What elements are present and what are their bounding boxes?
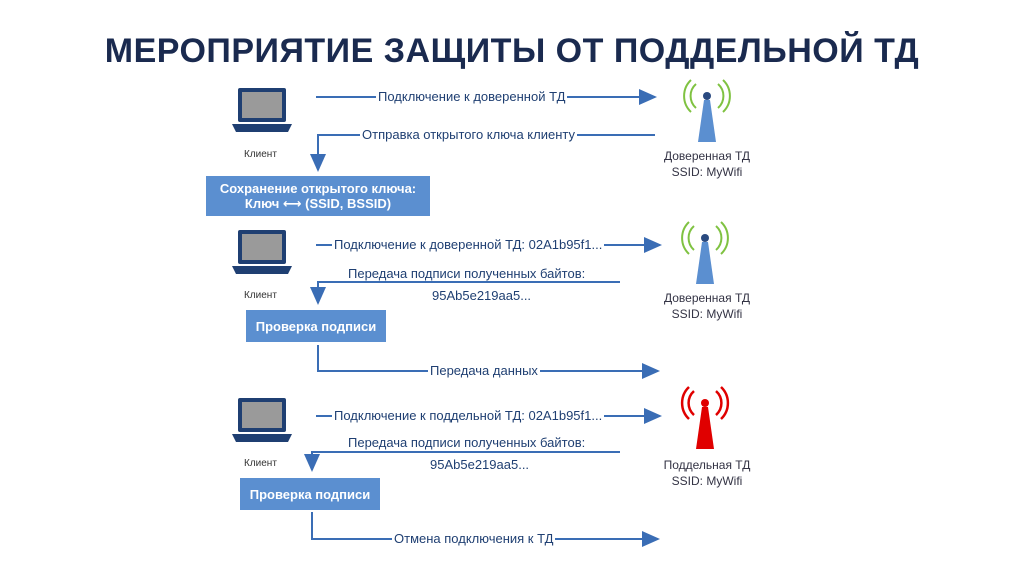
slide-title: МЕРОПРИЯТИЕ ЗАЩИТЫ ОТ ПОДДЕЛЬНОЙ ТД: [104, 32, 920, 70]
verify-signature-box: Проверка подписи: [240, 478, 380, 510]
client-label: Клиент: [244, 458, 277, 469]
laptop-icon: [232, 88, 292, 132]
ap-label: Доверенная ТД SSID: MyWifi: [640, 290, 774, 322]
message-send-key: Отправка открытого ключа клиенту: [360, 127, 577, 142]
message-signature: Передача подписи полученных байтов:: [348, 435, 586, 450]
verify-signature-box: Проверка подписи: [246, 310, 386, 342]
message-connect-fake: Подключение к поддельной ТД: 02A1b95f1..…: [332, 408, 605, 423]
message-data-transfer: Передача данных: [428, 363, 540, 378]
ap-ssid: SSID: MyWifi: [671, 474, 743, 488]
laptop-icon: [232, 230, 292, 274]
message-connect: Подключение к доверенной ТД: 02A1b95f1..…: [332, 237, 605, 252]
ap-name: Поддельная ТД: [663, 458, 751, 472]
laptop-icon: [232, 398, 292, 442]
fake-access-point-icon: [680, 386, 730, 449]
message-signature-value: 95Ab5e219aa5...: [432, 288, 532, 303]
message-signature: Передача подписи полученных байтов:: [348, 266, 586, 281]
save-key-title: Сохранение открытого ключа:: [219, 180, 417, 196]
ap-label: Поддельная ТД SSID: MyWifi: [640, 457, 774, 489]
message-cancel-connection: Отмена подключения к ТД: [392, 531, 556, 546]
ap-label: Доверенная ТД SSID: MyWifi: [640, 148, 774, 180]
message-signature-value: 95Ab5e219aa5...: [430, 457, 530, 472]
save-key-mapping: Ключ ⟷ (SSID, BSSID): [244, 195, 392, 211]
client-label: Клиент: [244, 149, 277, 160]
message-connect: Подключение к доверенной ТД: [376, 89, 568, 104]
access-point-icon: [681, 221, 729, 284]
client-label: Клиент: [244, 290, 277, 301]
ap-name: Доверенная ТД: [663, 291, 750, 305]
ap-ssid: SSID: MyWifi: [671, 165, 743, 179]
access-point-icon: [683, 79, 731, 142]
ap-ssid: SSID: MyWifi: [671, 307, 743, 321]
save-key-box: Сохранение открытого ключа: Ключ ⟷ (SSID…: [206, 176, 430, 216]
ap-name: Доверенная ТД: [663, 149, 750, 163]
